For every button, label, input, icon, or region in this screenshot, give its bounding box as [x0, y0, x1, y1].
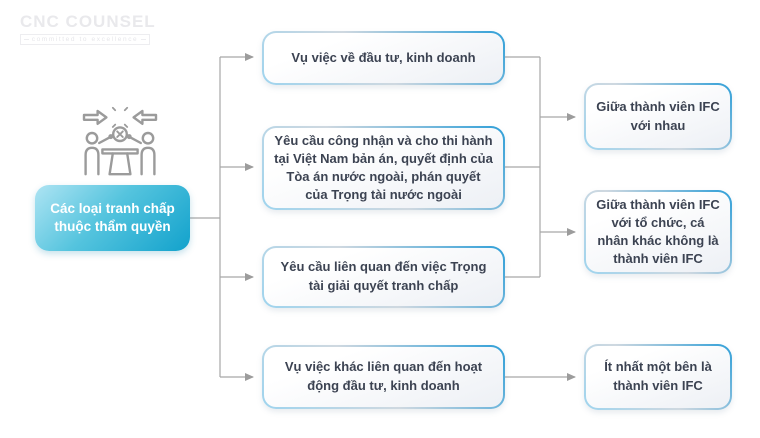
logo-tagline-rule-left — [24, 39, 29, 40]
node-ifc-member-vs-nonmember: Giữa thành viên IFC với tổ chức, cá nhân… — [584, 190, 732, 274]
node-arbitration-related-requests: Yêu cầu liên quan đến việc Trọng tài giả… — [262, 246, 505, 308]
right-arm — [129, 136, 142, 145]
table-base — [108, 152, 132, 176]
left-person-body — [84, 146, 100, 176]
logo-tagline-text: committed to excellence — [31, 36, 139, 43]
dispute-meeting-icon — [76, 102, 164, 184]
node-label: Yêu cầu công nhận và cho thi hành tại Vi… — [274, 132, 493, 203]
right-person-body — [140, 146, 156, 176]
arrow-right-glyph — [82, 109, 108, 125]
left-arm — [98, 136, 111, 145]
right-hand — [126, 134, 132, 140]
logo-tagline-rule-right — [141, 39, 146, 40]
arrow-left-glyph — [132, 109, 158, 125]
node-between-ifc-members: Giữa thành viên IFC với nhau — [584, 83, 732, 150]
node-label: Vụ việc khác liên quan đến hoạt động đầu… — [284, 359, 483, 393]
node-label: Giữa thành viên IFC với tổ chức, cá nhân… — [596, 196, 720, 267]
left-hand — [108, 134, 114, 140]
spark-glyph — [111, 106, 129, 128]
node-other-cases: Vụ việc khác liên quan đến hoạt động đầu… — [262, 345, 505, 409]
node-root-label: Các loại tranh chấp thuộc thẩm quyền — [50, 201, 175, 234]
conflict-x — [116, 130, 124, 138]
node-investment-business-cases: Vụ việc về đầu tư, kinh doanh — [262, 31, 505, 85]
right-person-head — [141, 131, 155, 145]
node-label: Ít nhất một bên là thành viên IFC — [604, 359, 712, 393]
logo-title: CNC COUNSEL — [20, 12, 156, 31]
table-top — [101, 148, 139, 155]
logo-tagline: committed to excellence — [20, 34, 150, 45]
left-person-head — [85, 131, 99, 145]
node-at-least-one-ifc-member: Ít nhất một bên là thành viên IFC — [584, 344, 732, 410]
conflict-x-circle — [112, 126, 128, 143]
node-root: Các loại tranh chấp thuộc thẩm quyền — [35, 185, 190, 251]
node-recognition-enforcement: Yêu cầu công nhận và cho thi hành tại Vi… — [262, 126, 505, 210]
node-label: Giữa thành viên IFC với nhau — [596, 98, 720, 133]
node-label: Yêu cầu liên quan đến việc Trọng tài giả… — [280, 259, 487, 293]
logo: CNC COUNSEL committed to excellence — [20, 12, 156, 45]
node-label: Vụ việc về đầu tư, kinh doanh — [291, 49, 476, 65]
